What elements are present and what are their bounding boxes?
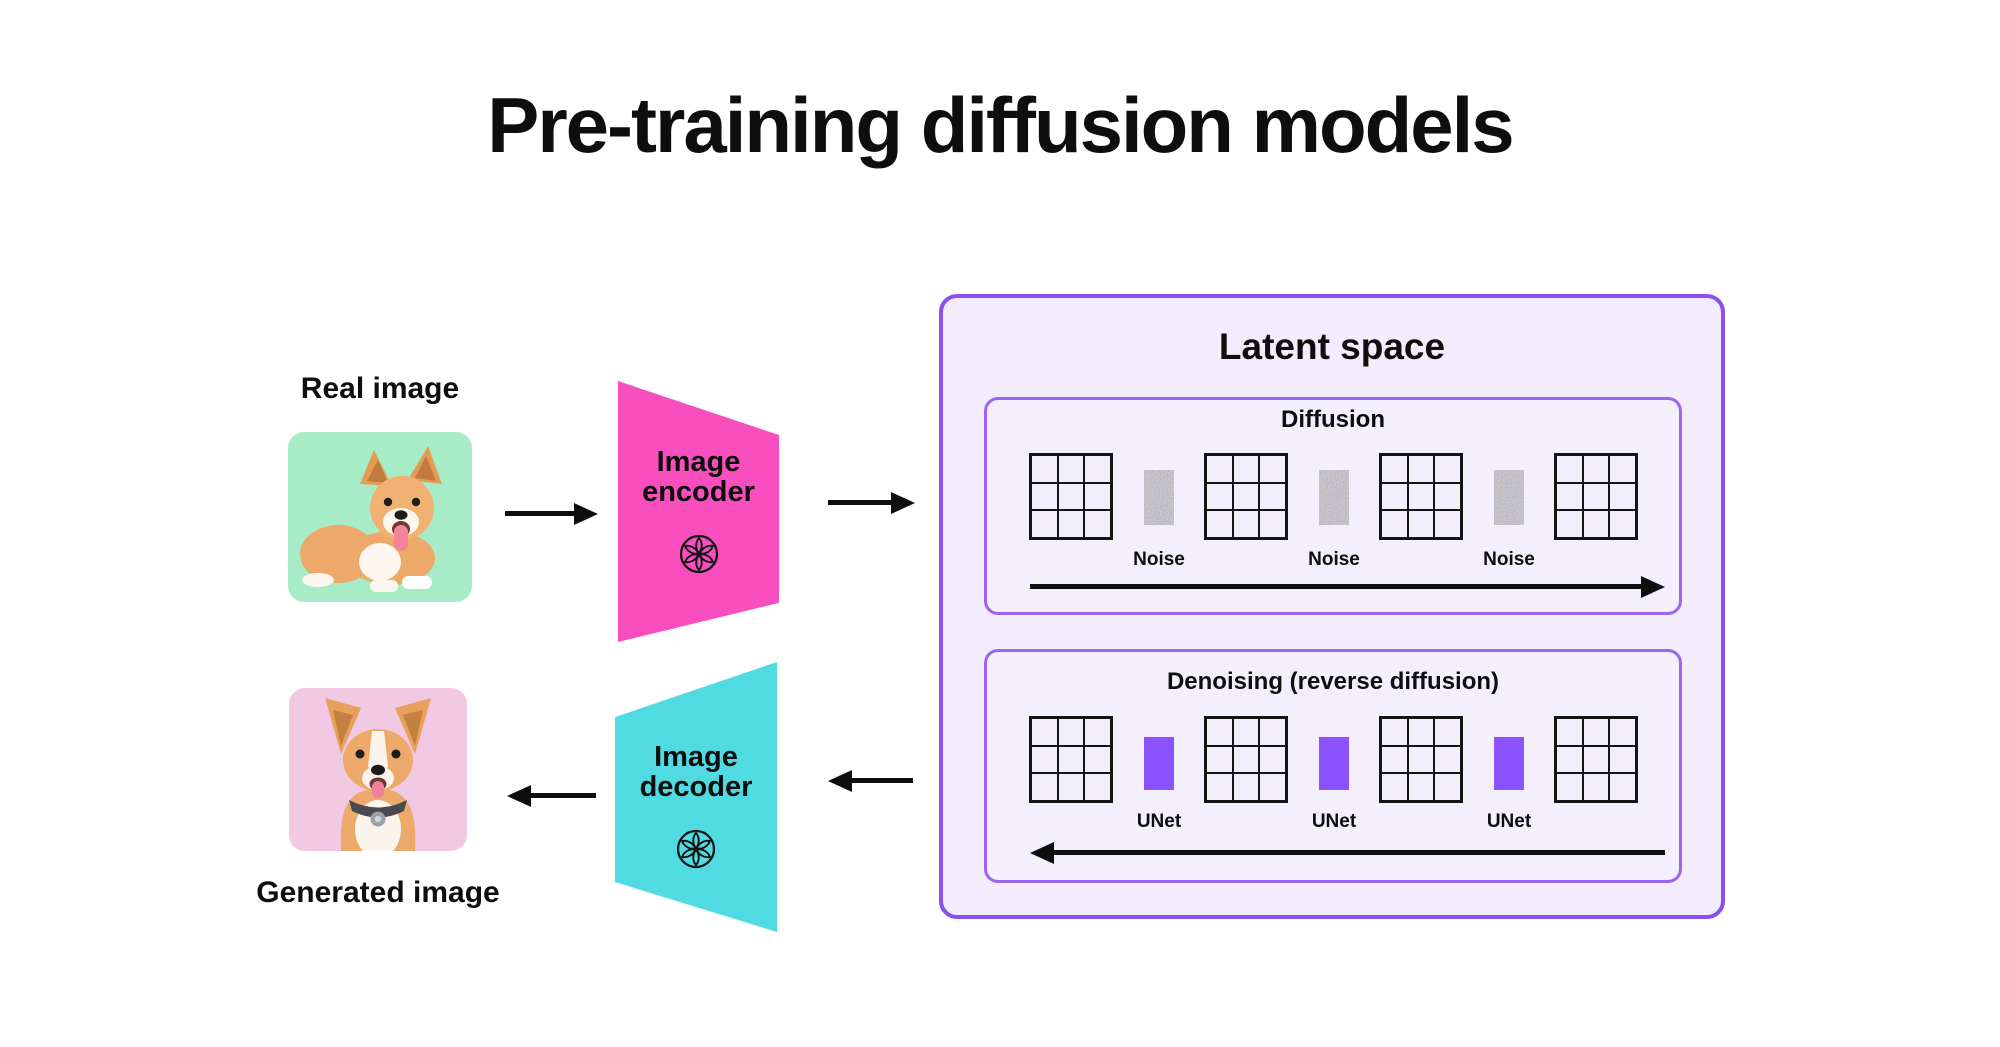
noise-label: Noise xyxy=(1133,549,1185,570)
denoising-title: Denoising (reverse diffusion) xyxy=(1166,668,1500,695)
image-decoder-block: Image decoder xyxy=(615,662,777,932)
unet-chip xyxy=(1319,737,1349,790)
latent-grid-tensor xyxy=(1029,453,1113,540)
unet-label: UNet xyxy=(1486,811,1532,832)
image-decoder-label: Image decoder xyxy=(639,741,753,804)
noise-label: Noise xyxy=(1308,549,1360,570)
corgi-sitting-illustration xyxy=(325,698,431,851)
diffusion-direction-arrow xyxy=(1030,584,1642,589)
generated-image-photo xyxy=(289,688,467,851)
denoising-direction-arrow xyxy=(1053,850,1665,855)
denoising-box: Denoising (reverse diffusion) UNet UNet … xyxy=(984,649,1682,883)
arrow-latent-to-decoder xyxy=(851,778,913,783)
corgi-lying-illustration xyxy=(300,446,442,592)
flower-burst-icon xyxy=(676,829,716,869)
flower-burst-icon xyxy=(679,534,718,574)
latent-grid-tensor xyxy=(1379,453,1463,540)
noise-chip xyxy=(1319,470,1349,525)
unet-chip xyxy=(1144,737,1174,790)
unet-label: UNet xyxy=(1311,811,1357,832)
latent-grid-tensor xyxy=(1029,716,1113,803)
latent-grid-tensor xyxy=(1204,716,1288,803)
generated-image-label: Generated image xyxy=(256,876,500,909)
real-image-label: Real image xyxy=(300,372,460,405)
noise-label: Noise xyxy=(1483,549,1535,570)
diffusion-box: Diffusion Noise Noise Noise xyxy=(984,397,1682,615)
diffusion-title: Diffusion xyxy=(1281,406,1385,433)
image-encoder-block: Image encoder xyxy=(618,381,779,642)
noise-chip xyxy=(1494,470,1524,525)
arrow-real-to-encoder xyxy=(505,511,575,516)
latent-grid-tensor xyxy=(1379,716,1463,803)
latent-grid-tensor xyxy=(1554,453,1638,540)
real-image-photo xyxy=(288,432,472,602)
latent-space-title: Latent space xyxy=(1218,326,1446,367)
latent-space-box: Latent space Diffusion Noise Noise Noise… xyxy=(939,294,1725,919)
unet-chip xyxy=(1494,737,1524,790)
noise-chip xyxy=(1144,470,1174,525)
arrow-encoder-to-latent xyxy=(828,500,892,505)
page-title: Pre-training diffusion models xyxy=(487,81,1514,169)
image-encoder-label: Image encoder xyxy=(642,446,755,509)
latent-grid-tensor xyxy=(1554,716,1638,803)
latent-grid-tensor xyxy=(1204,453,1288,540)
unet-label: UNet xyxy=(1136,811,1182,832)
arrow-decoder-to-generated xyxy=(530,793,596,798)
